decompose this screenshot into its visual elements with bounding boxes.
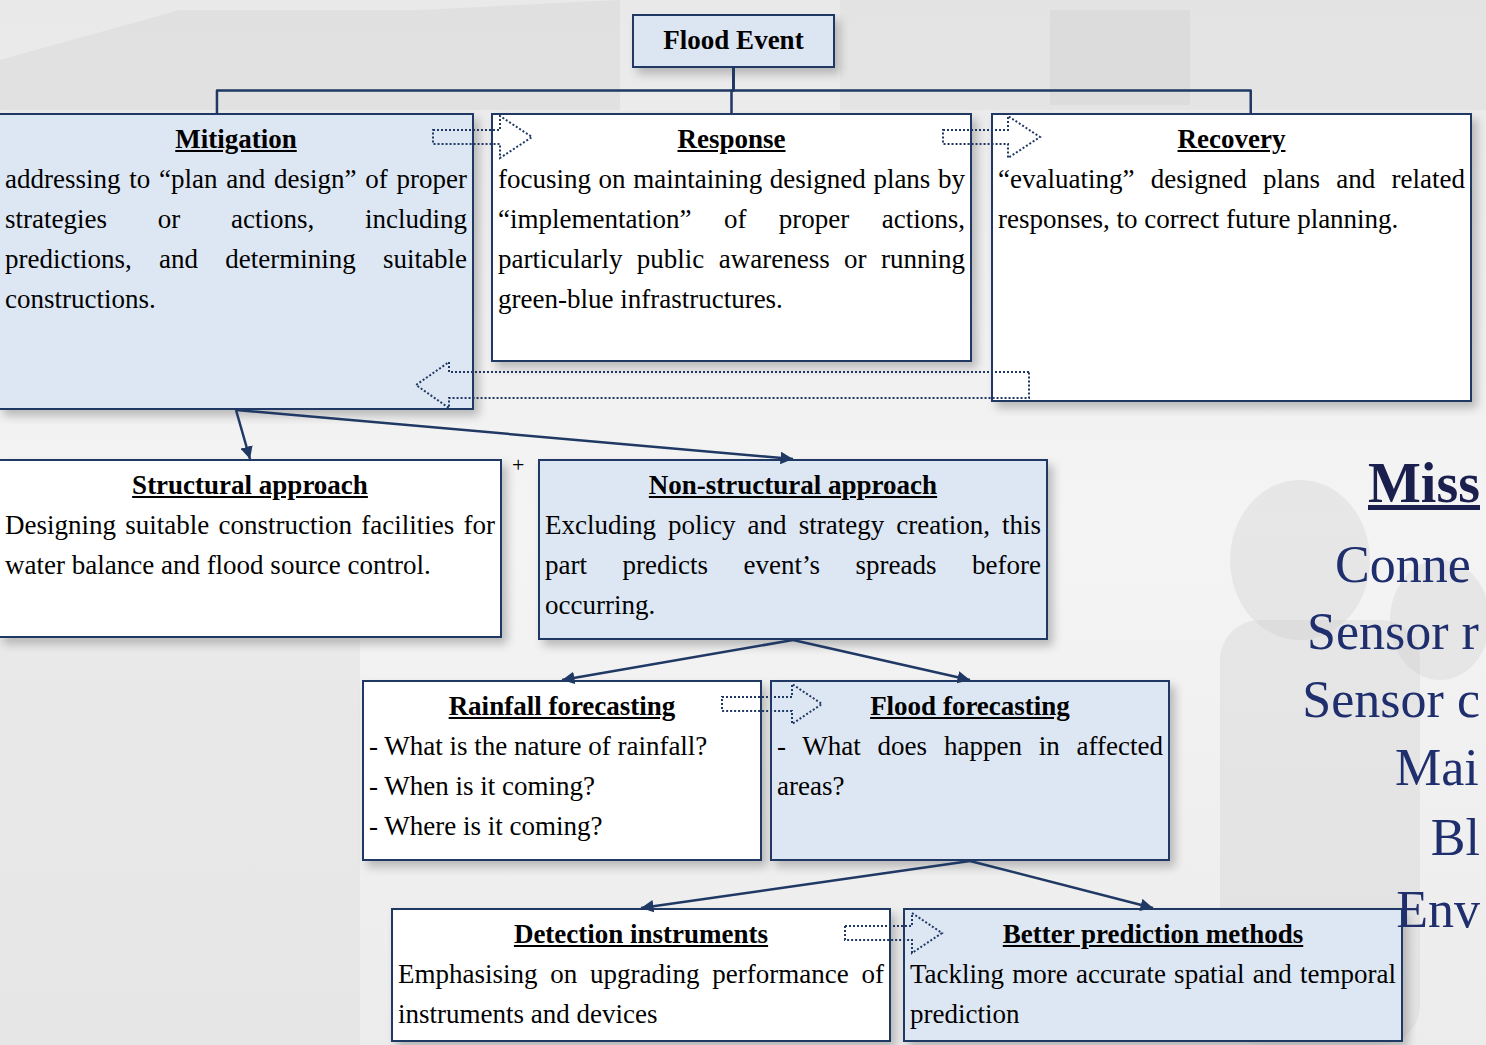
photo-roof [0,0,620,110]
connector-line [236,410,793,459]
dotted-block-arrow [433,116,532,158]
box-heading: Response [498,119,965,159]
box-fill [0,459,502,638]
process-box: Mitigationaddressing to “plan and design… [0,113,474,410]
box-fill [391,908,891,1042]
side-text: Env [1396,884,1480,936]
box-fill [0,113,474,410]
side-text: Miss [1368,455,1480,511]
box-heading: Better prediction methods [910,914,1396,954]
side-text: Bl [1431,812,1480,864]
box-heading: Recovery [998,119,1465,159]
box-text: “evaluating” designed plans and related … [998,159,1465,239]
process-box: Rainfall forecasting- What is the nature… [362,680,762,861]
photo-wall [840,0,1486,110]
box-text: - What does happen in affected areas? [777,726,1163,806]
box-fill [770,680,1170,861]
box-fill [538,459,1048,640]
box-fill [903,908,1403,1042]
box-heading: Flood Event [639,20,828,60]
process-box: Recovery“evaluating” designed plans and … [991,113,1472,402]
dotted-block-arrow [722,684,822,724]
box-text: addressing to “plan and design” of prope… [5,159,467,319]
box-heading: Non-structural approach [545,465,1041,505]
connector-line [236,410,250,459]
box-text: focusing on maintaining designed plans b… [498,159,965,319]
connector-line [641,861,970,908]
connector-line [970,861,1153,908]
plus-sign: + [512,454,524,476]
process-box: Better prediction methodsTackling more a… [903,908,1403,1042]
side-text: Sensor r [1307,606,1479,658]
process-box: Detection instrumentsEmphasising on upgr… [391,908,891,1042]
box-fills [0,14,1477,1045]
box-text: Designing suitable construction faciliti… [5,505,495,585]
box-fill [632,14,835,68]
process-box: Flood forecasting- What does happen in a… [770,680,1170,861]
box-heading: Structural approach [5,465,495,505]
connector-line [217,68,734,113]
box-text: - Where is it coming? [369,806,755,846]
box-text: Emphasising on upgrading performance of … [398,954,884,1034]
dotted-block-arrow [845,913,942,953]
box-heading: Flood forecasting [777,686,1163,726]
box-heading: Detection instruments [398,914,884,954]
process-box: Non-structural approachExcluding policy … [538,459,1048,640]
process-box: Responsefocusing on maintaining designed… [491,113,972,362]
photo-water [0,640,360,1045]
box-text: Excluding policy and strategy creation, … [545,505,1041,625]
box-text: - What is the nature of rainfall? [369,726,755,766]
connector-line [562,640,793,680]
side-text: Conne [1335,539,1471,591]
connector-line [793,640,970,680]
process-box: Structural approachDesigning suitable co… [0,459,502,638]
connector-line [734,68,1251,113]
side-text: Sensor c [1302,674,1480,726]
box-text: - When is it coming? [369,766,755,806]
dotted-block-arrow [416,362,1029,408]
box-text: Tackling more accurate spatial and tempo… [910,954,1396,1034]
box-fill [491,113,972,362]
box-fill [362,680,762,861]
box-heading: Rainfall forecasting [369,686,755,726]
side-text: Mai [1395,742,1479,794]
box-fill [991,113,1472,402]
process-box: Flood Event [632,14,835,68]
box-heading: Mitigation [5,119,467,159]
